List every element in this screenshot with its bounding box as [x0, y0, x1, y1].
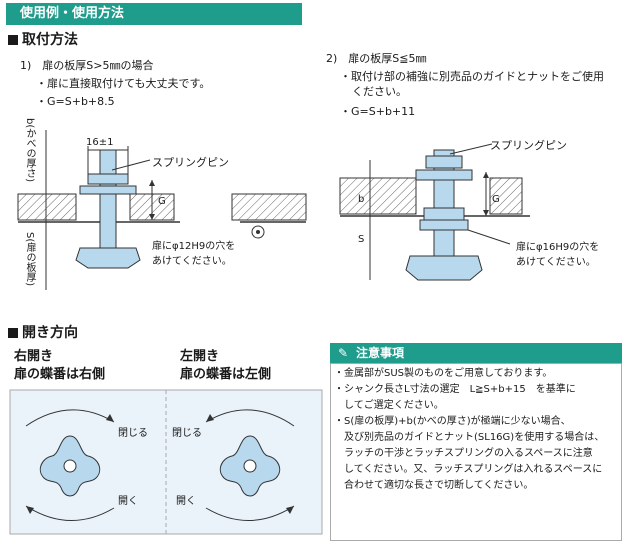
section-banner: 使用例・使用方法 — [6, 3, 302, 25]
opening-title-text: 開き方向 — [22, 325, 78, 341]
left-open-title: 左開き — [180, 349, 220, 364]
right-open-label: 開く — [118, 496, 138, 507]
note-line: ・金属部がSUS製のものをご用意しております。 — [334, 368, 553, 379]
case1-hole-line2: あけてください。 — [152, 256, 232, 267]
square-bullet-icon — [8, 35, 18, 45]
note-line: ・S(扉の板厚)+b(かべの厚さ)が極端に少ない場合、 — [334, 416, 571, 427]
mount-title-text: 取付方法 — [22, 32, 78, 48]
case1-spring-pin-label: スプリングピン — [152, 156, 229, 169]
pencil-icon: ✎ — [338, 346, 349, 360]
note-line: してください。又、ラッチスプリングは入れるスペースに — [334, 464, 603, 475]
case2-nut-bottom — [419, 219, 469, 231]
shaft — [99, 149, 117, 251]
case2-guide — [423, 207, 465, 221]
case2-label-s: S — [358, 234, 365, 245]
notes-title: 注意事項 — [356, 346, 405, 360]
case2-knob — [405, 255, 483, 281]
note-line: してご選定ください。 — [334, 400, 444, 411]
case1-line2: ・G=S+b+8.5 — [36, 95, 115, 108]
hinge-icon — [251, 225, 265, 239]
mount-section-title: 取付方法 — [8, 29, 78, 49]
left-open-subtitle: 扉の蝶番は左側 — [180, 367, 272, 382]
case2-spring-pin-label: スプリングピン — [490, 139, 567, 152]
case1-hole-line1: 扉にφ12H9の穴を — [152, 241, 236, 252]
opening-diagram — [9, 389, 323, 535]
knob — [75, 247, 141, 269]
right-open-title: 右開き — [14, 349, 54, 364]
notes-list: ・金属部がSUS製のものをご用意しております。 ・シャンク長さL寸法の選定 L≧… — [334, 366, 624, 494]
case2-diagram — [339, 143, 530, 281]
left-knob-star — [219, 435, 281, 497]
case2-line1: ・取付け部の補強に別売品のガイドとナットをご使用 — [340, 70, 604, 83]
note-line: ラッチの干渉とラッチスプリングの入るスペースに注意 — [334, 448, 593, 459]
wall-left — [17, 193, 77, 221]
frame-right — [231, 193, 307, 221]
case2-line2: ・G=S+b+11 — [340, 105, 416, 118]
case2-washer — [415, 169, 473, 181]
case1-line1: ・扉に直接取付けても大丈夫です。 — [36, 77, 211, 90]
case2-label-b: b — [358, 194, 365, 205]
square-bullet-icon — [8, 328, 18, 338]
close-arrow-left — [205, 409, 295, 427]
note-line: ・シャンク長さL寸法の選定 L≧S+b+15 を基準に — [334, 384, 576, 395]
case2-hole-line2: あけてください。 — [516, 257, 596, 268]
right-close-label: 閉じる — [118, 428, 148, 439]
note-line: 及び別売品のガイドとナット(SL16G)を使用する場合は、 — [334, 432, 605, 443]
case2-nut-top — [425, 155, 463, 169]
case2-heading: 2) 扉の板厚S≦5㎜ — [326, 52, 427, 65]
case2-wall-left — [339, 177, 417, 215]
notes-header: ✎ 注意事項 — [330, 343, 622, 363]
right-open-subtitle: 扉の蝶番は右側 — [14, 367, 106, 382]
close-arrow-right — [25, 409, 115, 427]
left-close-label: 閉じる — [172, 428, 202, 439]
case1-heading: 1) 扉の板厚S>5㎜の場合 — [20, 59, 154, 72]
nut-upper — [87, 173, 129, 185]
case1-dim-16: 16±1 — [86, 137, 114, 148]
case1-label-g: G — [158, 196, 166, 207]
right-knob-star — [39, 435, 101, 497]
case1-label-s: S(扉の板厚) — [24, 232, 35, 287]
left-open-label: 開く — [176, 496, 196, 507]
case2-hole-line1: 扉にφ16H9の穴を — [516, 242, 600, 253]
opening-section-title: 開き方向 — [8, 322, 78, 342]
case2-wall-right — [489, 177, 523, 215]
case1-diagram — [17, 130, 307, 290]
case2-label-g: G — [492, 194, 500, 205]
washer — [79, 185, 137, 195]
open-arrow-right — [25, 505, 115, 521]
case1-label-b: b(かべの厚さ) — [24, 118, 35, 183]
open-arrow-left — [205, 505, 295, 521]
notes-box — [330, 363, 622, 541]
note-line: 合わせて適切な長さで切断してください。 — [334, 480, 534, 491]
case2-line1b: ください。 — [352, 85, 407, 98]
